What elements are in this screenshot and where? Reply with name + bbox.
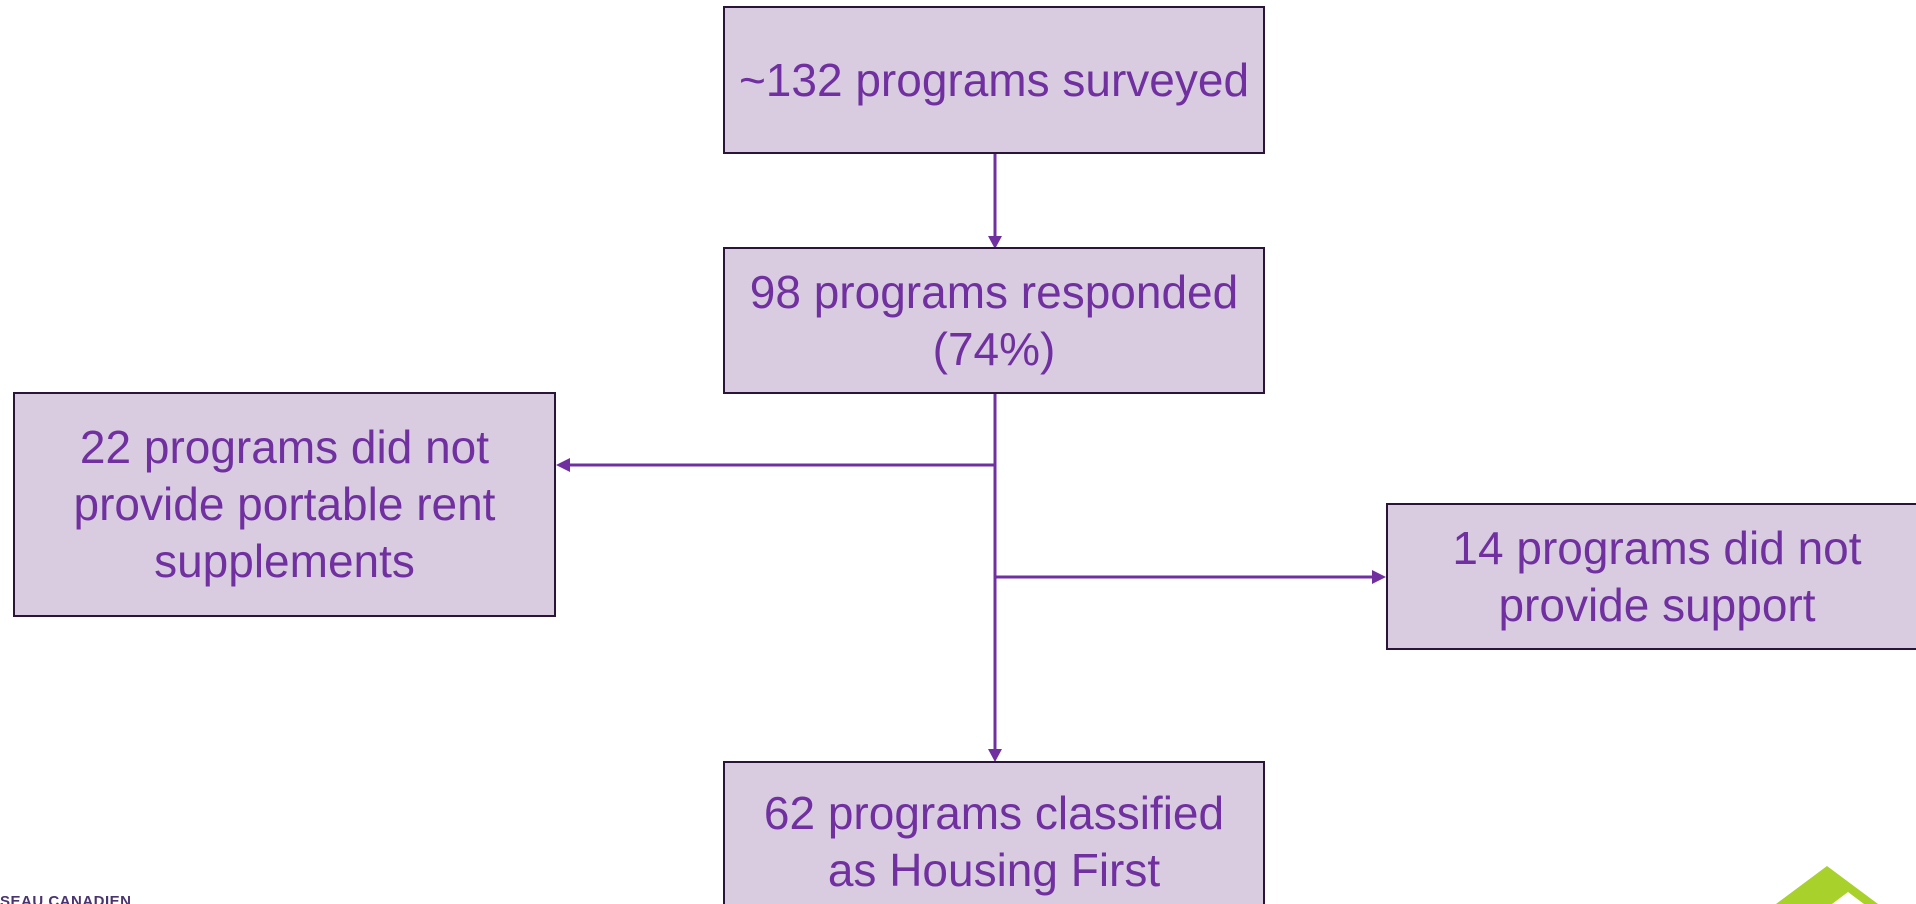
box-programs-responded-label: 98 programs responded (74%): [749, 265, 1239, 375]
footer-logo-text: SEAU CANADIEN: [0, 893, 132, 904]
arrowhead-right-no-support: [1372, 570, 1386, 584]
box-housing-first: 62 programs classified as Housing First: [723, 761, 1265, 904]
arrowhead-left-no-rent: [556, 458, 570, 472]
box-no-support-label: 14 programs did not provide support: [1452, 521, 1862, 631]
box-programs-surveyed-label: ~132 programs surveyed: [738, 53, 1250, 106]
box-no-rent-supplements: 22 programs did not provide portable ren…: [13, 392, 556, 617]
box-programs-surveyed: ~132 programs surveyed: [723, 6, 1265, 154]
box-programs-responded: 98 programs responded (74%): [723, 247, 1265, 394]
arrowhead-down-housing-first: [988, 749, 1002, 762]
corner-logo-icon: [1776, 866, 1878, 904]
box-no-support: 14 programs did not provide support: [1386, 503, 1916, 650]
box-no-rent-supplements-label: 22 programs did not provide portable ren…: [73, 421, 496, 587]
box-housing-first-label: 62 programs classified as Housing First: [763, 787, 1225, 896]
arrowhead-down-responded: [988, 236, 1002, 249]
